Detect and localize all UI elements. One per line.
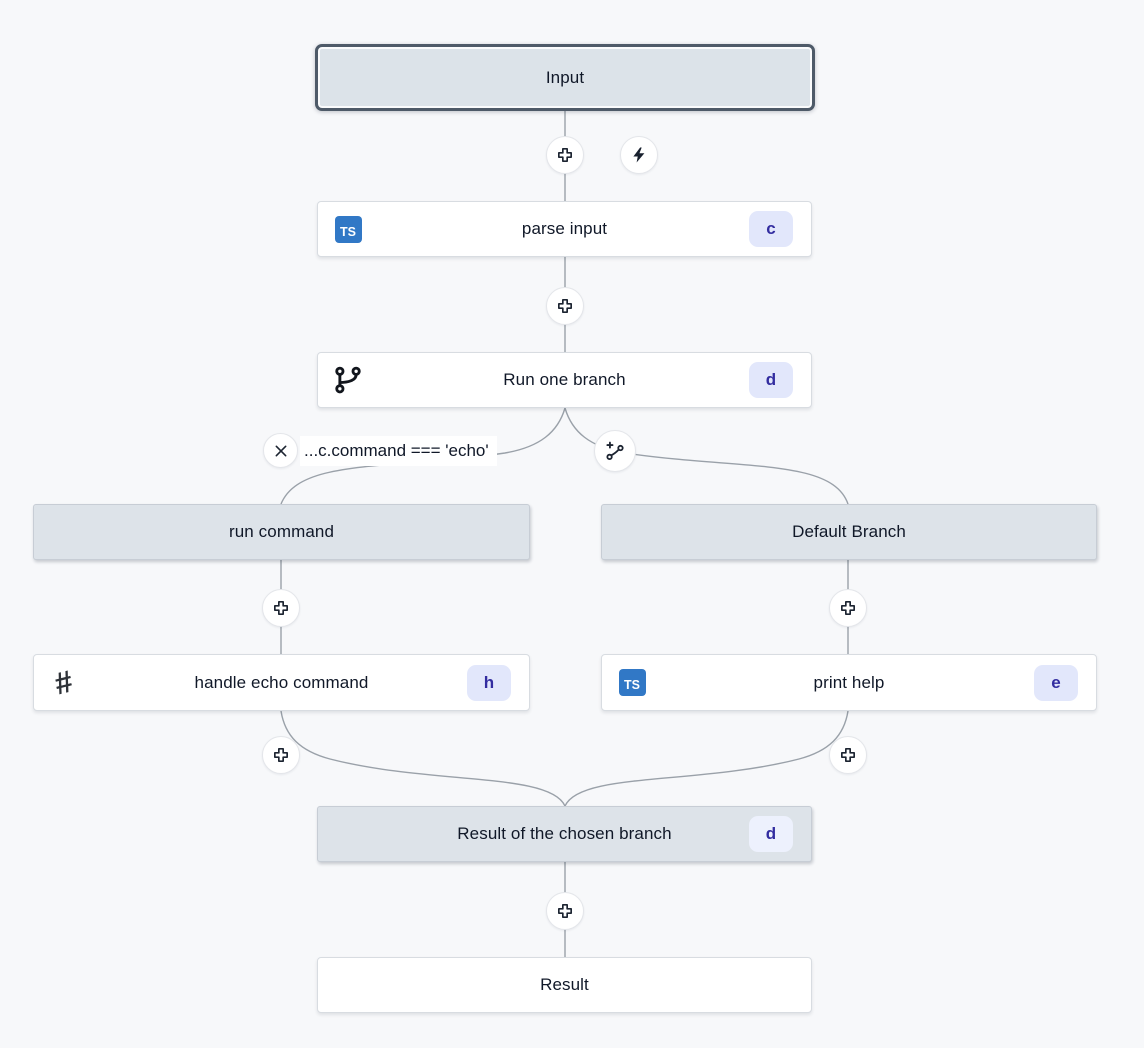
- node-handle-echo-command-label: handle echo command: [194, 672, 369, 692]
- step-id-badge: d: [749, 362, 793, 398]
- step-id-badge: c: [749, 211, 793, 247]
- insert-step-button[interactable]: [546, 136, 584, 174]
- insert-step-button[interactable]: [262, 736, 300, 774]
- branch-header-label: run command: [228, 522, 335, 541]
- node-handle-echo-command[interactable]: # handle echo command h: [33, 654, 530, 711]
- plus-icon: [558, 904, 572, 918]
- git-branch-icon: [333, 365, 363, 395]
- hash-icon: #: [51, 663, 77, 702]
- step-id-badge: d: [749, 816, 793, 852]
- plus-icon: [558, 299, 572, 313]
- insert-step-button[interactable]: [546, 892, 584, 930]
- plus-icon: [841, 748, 855, 762]
- node-run-one-branch-label: Run one branch: [503, 370, 626, 389]
- node-input[interactable]: Input: [315, 44, 815, 111]
- plus-icon: [558, 148, 572, 162]
- branch-header-default-branch[interactable]: Default Branch: [601, 504, 1097, 560]
- node-parse-input-label: parse input: [521, 219, 608, 238]
- insert-step-button[interactable]: [546, 287, 584, 325]
- branch-condition-button[interactable]: [263, 433, 298, 468]
- branch-condition-label[interactable]: ...c.command === 'echo': [300, 436, 497, 466]
- node-run-one-branch[interactable]: Run one branch d: [317, 352, 812, 408]
- typescript-icon: TS: [617, 668, 647, 698]
- node-input-label: Input: [545, 67, 585, 87]
- node-result-of-chosen-branch[interactable]: Result of the chosen branch d: [317, 806, 812, 862]
- plus-icon: [841, 601, 855, 615]
- node-print-help[interactable]: TS print help e: [601, 654, 1097, 711]
- lightning-bolt-icon: [633, 147, 645, 163]
- plus-icon: [274, 601, 288, 615]
- node-parse-input[interactable]: TS parse input c: [317, 201, 812, 257]
- insert-step-button[interactable]: [829, 589, 867, 627]
- node-print-help-label: print help: [813, 672, 885, 692]
- trigger-button[interactable]: [620, 136, 658, 174]
- step-id-badge: h: [467, 664, 511, 701]
- node-result[interactable]: Result: [317, 957, 812, 1013]
- node-result-of-chosen-branch-label: Result of the chosen branch: [457, 824, 672, 843]
- plus-icon: [274, 748, 288, 762]
- branch-header-label: Default Branch: [792, 522, 906, 541]
- typescript-icon: TS: [333, 214, 363, 244]
- node-result-label: Result: [540, 975, 589, 994]
- add-branch-icon: [605, 441, 624, 460]
- branch-header-run-command[interactable]: run command: [33, 504, 530, 560]
- x-icon: [275, 445, 286, 456]
- add-branch-button[interactable]: [594, 430, 636, 472]
- insert-step-button[interactable]: [262, 589, 300, 627]
- step-id-badge: e: [1034, 664, 1078, 701]
- insert-step-button[interactable]: [829, 736, 867, 774]
